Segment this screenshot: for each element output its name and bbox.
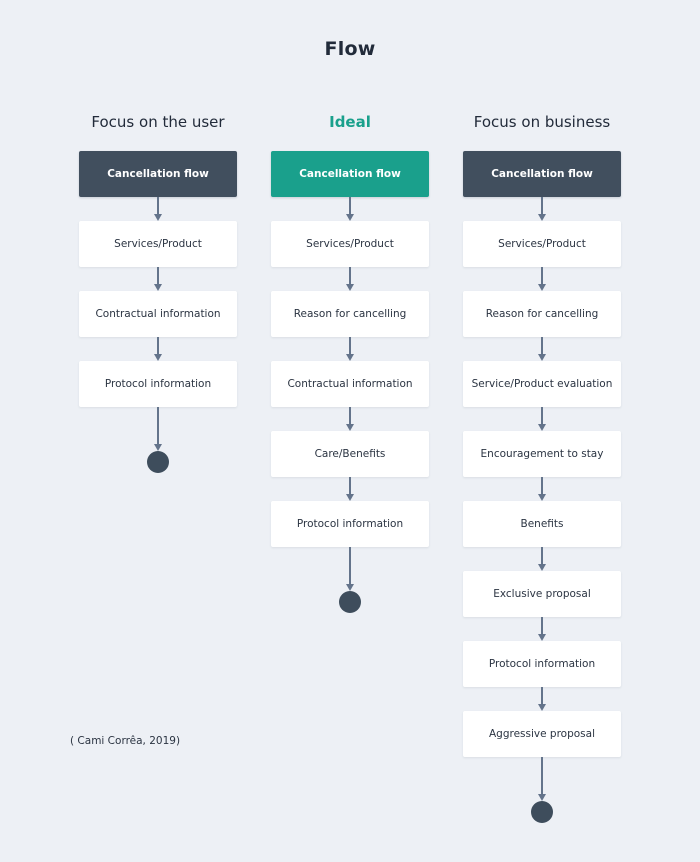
flow-step-node[interactable]: Protocol information (271, 501, 429, 547)
flow-step-node[interactable]: Aggressive proposal (463, 711, 621, 757)
flow-step-node[interactable]: Services/Product (463, 221, 621, 267)
column-header: Ideal (329, 113, 371, 131)
flow-step-node[interactable]: Encouragement to stay (463, 431, 621, 477)
flow-step-node[interactable]: Protocol information (463, 641, 621, 687)
flow-step-node[interactable]: Services/Product (271, 221, 429, 267)
flow-step-node[interactable]: Service/Product evaluation (463, 361, 621, 407)
arrow-down-icon (153, 267, 163, 291)
arrow-down-icon (153, 407, 163, 451)
arrow-down-icon (537, 757, 547, 801)
page-title: Flow (324, 38, 376, 60)
flow-step-node[interactable]: Services/Product (79, 221, 237, 267)
arrow-down-icon (537, 197, 547, 221)
arrow-down-icon (537, 687, 547, 711)
arrow-down-icon (537, 407, 547, 431)
flow-start-node[interactable]: Cancellation flow (271, 151, 429, 197)
flow-start-node[interactable]: Cancellation flow (463, 151, 621, 197)
arrow-down-icon (537, 617, 547, 641)
arrow-down-icon (537, 477, 547, 501)
arrow-down-icon (345, 477, 355, 501)
flow-end-node (339, 591, 361, 613)
arrow-down-icon (345, 197, 355, 221)
arrow-down-icon (537, 547, 547, 571)
arrow-down-icon (345, 267, 355, 291)
flow-step-node[interactable]: Exclusive proposal (463, 571, 621, 617)
arrow-down-icon (537, 337, 547, 361)
arrow-down-icon (345, 407, 355, 431)
flow-step-node[interactable]: Reason for cancelling (271, 291, 429, 337)
flow-start-node[interactable]: Cancellation flow (79, 151, 237, 197)
flow-step-node[interactable]: Care/Benefits (271, 431, 429, 477)
credit-caption: ( Cami Corrêa, 2019) (70, 735, 181, 747)
flow-end-node (531, 801, 553, 823)
arrow-down-icon (153, 337, 163, 361)
flow-step-node[interactable]: Contractual information (79, 291, 237, 337)
arrow-down-icon (345, 547, 355, 591)
flow-end-node (147, 451, 169, 473)
arrow-down-icon (537, 267, 547, 291)
flow-step-node[interactable]: Protocol information (79, 361, 237, 407)
flow-step-node[interactable]: Contractual information (271, 361, 429, 407)
arrow-down-icon (153, 197, 163, 221)
flow-step-node[interactable]: Reason for cancelling (463, 291, 621, 337)
column-header: Focus on business (473, 113, 611, 131)
arrow-down-icon (345, 337, 355, 361)
flow-step-node[interactable]: Benefits (463, 501, 621, 547)
column-header: Focus on the user (91, 113, 225, 131)
